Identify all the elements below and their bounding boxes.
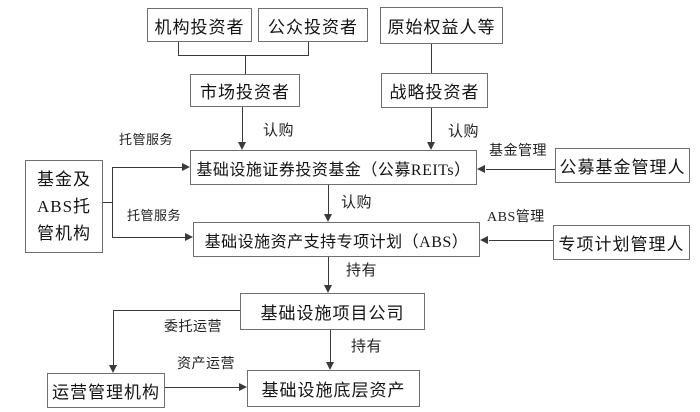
connector-line [112,167,113,238]
arrowhead-left [477,165,485,173]
arrowhead-right [182,163,190,171]
edge-label-hold-underlying-asset: 持有 [351,339,383,355]
node-public-fund-manager: 公募基金管理人 [555,148,690,183]
connector-line [245,55,246,74]
connector-line [431,44,432,73]
edge-label-hold-project-company: 持有 [346,263,378,279]
custodian-line-1: 基金及 [37,169,91,189]
connector-line [113,310,114,366]
node-public-investor: 公众投资者 [258,8,368,42]
edge-label-fund-management: 基金管理 [489,144,547,159]
connector-line [178,55,309,56]
custodian-line-3: 管机构 [37,224,91,244]
arrowhead-down [326,362,334,370]
node-operation-manager: 运营管理机构 [47,373,165,408]
arrowhead-left [480,236,488,244]
node-underlying-asset: 基础设施底层资产 [247,370,420,407]
node-strategic-investor: 战略投资者 [381,73,488,108]
node-custodian: 基金及 ABS托 管机构 [25,160,103,253]
connector-line [486,169,555,170]
connector-line [431,108,432,143]
arrowhead-down [427,142,435,150]
connector-line [178,42,179,55]
connector-line [489,240,553,241]
connector-line [165,387,240,388]
connector-line [112,237,186,238]
node-project-company: 基础设施项目公司 [240,293,425,330]
arrowhead-right [239,383,247,391]
arrowhead-down [324,285,332,293]
arrowhead-down [324,214,332,222]
connector-line [330,330,331,363]
connector-line [308,42,309,55]
custodian-line-2: ABS托 [36,196,92,216]
edge-label-subscribe-abs: 认购 [341,195,373,211]
edge-label-custody-service-bottom: 托管服务 [127,208,182,223]
connector-line [328,185,329,215]
edge-label-custody-service-top: 托管服务 [119,132,174,147]
arrowhead-down [238,142,246,150]
connector-line [112,167,183,168]
edge-label-abs-management: ABS管理 [487,210,545,225]
node-original-equity-holder: 原始权益人等 [380,7,503,44]
connector-line [328,257,329,286]
node-reits-fund: 基础设施证券投资基金（公募REITs） [190,150,477,185]
connector-line [103,202,112,203]
node-special-plan-manager: 专项计划管理人 [553,225,690,260]
edge-label-subscribe-market: 认购 [263,123,295,139]
connector-line [242,107,243,143]
edge-label-subscribe-strategic: 认购 [448,124,480,140]
node-institutional-investor: 机构投资者 [147,8,252,42]
node-abs-plan: 基础设施资产支持专项计划（ABS） [193,222,480,257]
arrowhead-down [109,365,117,373]
node-market-investor: 市场投资者 [190,74,300,107]
edge-label-entrusted-operation: 委托运营 [164,320,222,335]
connector-line [113,310,240,311]
edge-label-asset-operation: 资产运营 [177,357,235,372]
arrowhead-right [185,233,193,241]
